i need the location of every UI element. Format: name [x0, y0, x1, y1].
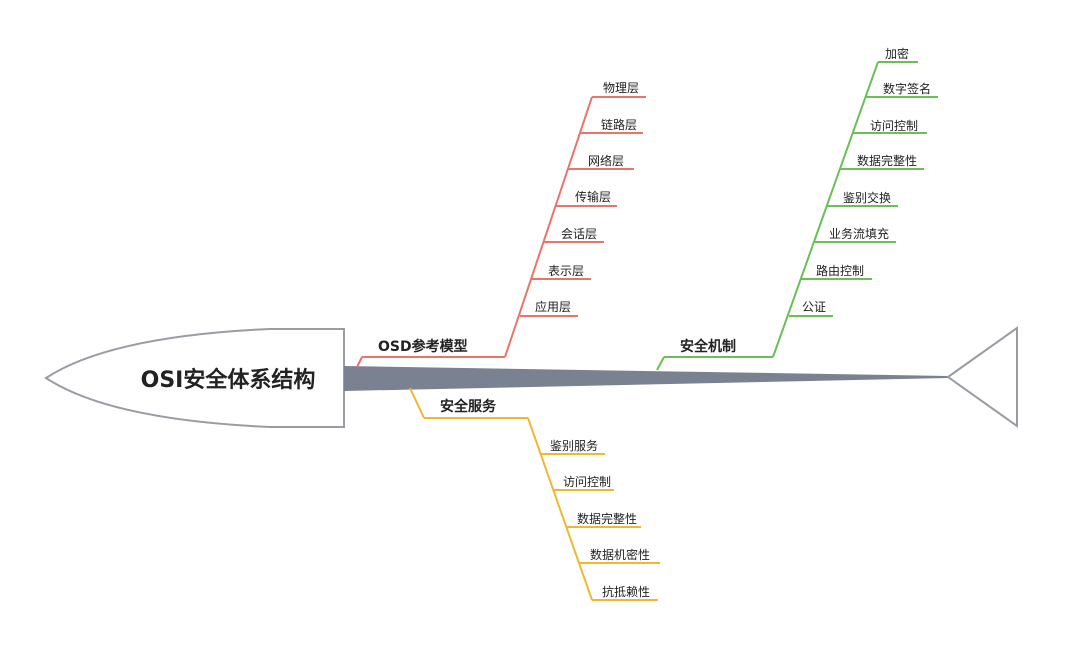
- branch-mechanism: 安全机制 加密 数字签名 访问控制 数据完整性 鉴别交换 业务流填充 路由控制 …: [656, 46, 938, 371]
- mechanism-leaf-label: 业务流填充: [829, 226, 889, 241]
- branch-osd: OSD参考模型 物理层 链路层 网络层 传输层 会话层 表示层 应用层: [356, 81, 646, 368]
- osd-leaf-label: 会话层: [561, 227, 597, 241]
- osd-leaf-label: 传输层: [575, 189, 611, 204]
- osd-leaf-label: 应用层: [535, 299, 571, 314]
- osd-leaf-label: 表示层: [548, 264, 584, 278]
- fish-spine: [344, 366, 948, 391]
- service-leaf-label: 鉴别服务: [550, 438, 598, 453]
- osd-leaf-label: 网络层: [588, 153, 624, 168]
- service-leaf-label: 抗抵赖性: [602, 584, 650, 599]
- mechanism-leaf-label: 数据完整性: [857, 153, 917, 168]
- mechanism-leaf-label: 路由控制: [816, 263, 864, 278]
- service-bone: [527, 417, 593, 601]
- osd-leaf-label: 链路层: [601, 117, 637, 132]
- service-label: 安全服务: [440, 398, 497, 415]
- osd-connector: [356, 356, 363, 368]
- osd-label: OSD参考模型: [378, 338, 468, 355]
- root-title: OSI安全体系结构: [141, 367, 316, 393]
- mechanism-leaf-label: 加密: [885, 46, 909, 61]
- mechanism-leaf-label: 公证: [802, 300, 826, 314]
- service-leaf-label: 访问控制: [563, 475, 611, 489]
- mechanism-leaf-label: 鉴别交换: [843, 190, 891, 205]
- mechanism-leaf-label: 数字签名: [883, 81, 931, 96]
- branch-service: 安全服务 鉴别服务 访问控制 数据完整性 数据机密性 抗抵赖性: [409, 387, 660, 601]
- mechanism-connector: [656, 356, 665, 371]
- service-connector: [409, 387, 425, 419]
- service-leaf-label: 数据机密性: [590, 547, 650, 562]
- osd-leaf-label: 物理层: [603, 81, 639, 95]
- mechanism-leaf-label: 访问控制: [870, 119, 918, 133]
- mechanism-label: 安全机制: [680, 338, 736, 355]
- fish-tail: [946, 326, 1018, 428]
- mechanism-bone: [772, 61, 879, 358]
- osd-bone: [504, 96, 593, 358]
- fish-head: [44, 328, 345, 428]
- service-leaf-label: 数据完整性: [577, 511, 637, 526]
